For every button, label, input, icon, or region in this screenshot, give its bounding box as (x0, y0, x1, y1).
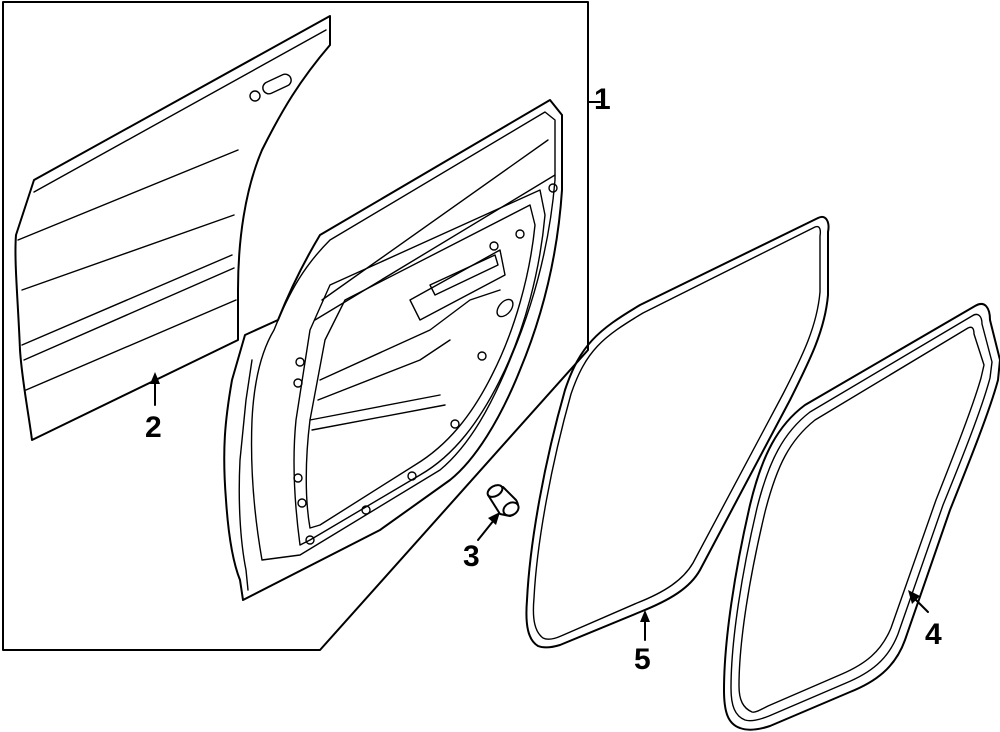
callout-2-arrowhead (150, 372, 160, 384)
callout-number-door-assembly: 1 (594, 83, 611, 116)
plug-part (486, 484, 520, 517)
callout-4-arrowhead (908, 590, 920, 604)
callout-number-door-weatherstrip: 5 (634, 643, 651, 676)
outer-panel-part (14, 15, 331, 441)
callout-4-leader (913, 597, 929, 613)
callout-3-arrowhead (488, 512, 500, 525)
body-weatherstrip-part (723, 302, 1000, 731)
door-weatherstrip-part (525, 216, 830, 649)
callout-5-arrowhead (640, 610, 650, 622)
callout-number-body-weatherstrip: 4 (925, 618, 942, 651)
callout-number-plug: 3 (463, 540, 480, 573)
callout-3-leader (477, 519, 495, 541)
callout-number-outer-panel: 2 (145, 411, 162, 444)
assembly-frame (2, 1, 589, 651)
inner-door-frame-part (223, 99, 563, 601)
